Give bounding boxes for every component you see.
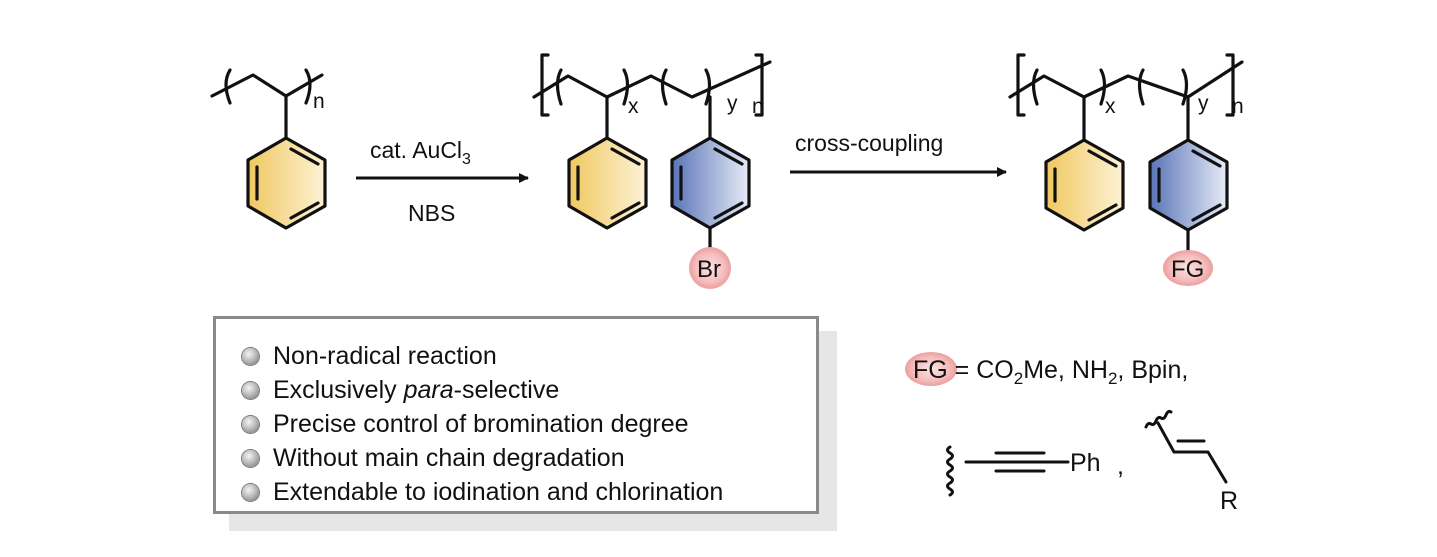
intermediate-copolymer xyxy=(532,53,772,254)
outer-bracket-left xyxy=(1016,53,1026,117)
product-subscript-x: x xyxy=(1105,95,1116,118)
features-list: Non-radical reaction Exclusively para-se… xyxy=(216,319,816,509)
bracket-x-open xyxy=(555,68,563,106)
feature-item: Precise control of bromination degree xyxy=(242,407,816,441)
fg-label: FG xyxy=(1171,256,1204,283)
feature-text: Exclusively para-selective xyxy=(273,376,560,404)
bracket-y-open xyxy=(1137,68,1145,106)
bullet-icon xyxy=(242,449,259,467)
alkene-chain xyxy=(1156,421,1228,484)
step2-reagent-top: cross-coupling xyxy=(795,130,943,156)
backbone xyxy=(210,73,324,98)
wavy-bond-icon xyxy=(1144,409,1173,429)
feature-item: Extendable to iodination and chlorinatio… xyxy=(242,475,816,509)
bracket-y-close xyxy=(1181,68,1189,106)
outer-bracket-right xyxy=(1225,53,1235,117)
aryl-bromide-ring xyxy=(670,136,751,230)
alkyne-comma: , xyxy=(1117,452,1124,480)
bullet-icon xyxy=(242,347,259,365)
intermediate-subscript-y: y xyxy=(727,92,738,115)
bullet-icon xyxy=(242,381,259,399)
close-bracket xyxy=(304,68,312,105)
bromine-label: Br xyxy=(697,256,721,283)
bracket-y-close xyxy=(704,68,712,106)
benzene-ring xyxy=(246,136,327,230)
product-subscript-n: n xyxy=(1232,95,1244,118)
intermediate-subscript-x: x xyxy=(628,95,639,118)
outer-bracket-right xyxy=(754,53,764,117)
bullet-icon xyxy=(242,415,259,433)
bromine-highlight xyxy=(689,247,731,289)
wavy-bond-icon xyxy=(946,445,954,497)
outer-bracket-left xyxy=(540,53,550,117)
fg-legend-highlight xyxy=(905,352,957,386)
feature-text: Extendable to iodination and chlorinatio… xyxy=(273,478,724,506)
fg-highlight xyxy=(1163,250,1213,286)
alkyne-ph-label: Ph xyxy=(1070,449,1101,477)
alkenyl-group xyxy=(1144,409,1228,484)
feature-text: Without main chain degradation xyxy=(273,444,625,472)
step1-reagent-bottom: NBS xyxy=(408,200,455,226)
step1-reagent-top: cat. AuCl3 xyxy=(370,137,471,168)
feature-item: Non-radical reaction xyxy=(242,339,816,373)
alkene-r-label: R xyxy=(1220,487,1238,515)
functionalized-ring xyxy=(1148,138,1229,232)
reactant-subscript-n: n xyxy=(313,90,325,113)
product-copolymer xyxy=(1008,53,1244,256)
product-subscript-y: y xyxy=(1198,92,1209,115)
bullet-icon xyxy=(242,483,259,501)
intermediate-subscript-n: n xyxy=(752,95,764,118)
open-bracket xyxy=(224,68,232,105)
feature-text: Non-radical reaction xyxy=(273,342,497,370)
bracket-x-close xyxy=(622,68,630,106)
feature-text: Precise control of bromination degree xyxy=(273,410,689,438)
benzene-ring-1 xyxy=(1044,138,1125,232)
bracket-x-close xyxy=(1099,68,1107,106)
feature-item: Exclusively para-selective xyxy=(242,373,816,407)
benzene-ring-1 xyxy=(567,136,648,230)
bracket-y-open xyxy=(660,68,668,106)
features-box: Non-radical reaction Exclusively para-se… xyxy=(213,316,819,514)
reactant-polystyrene xyxy=(210,68,327,230)
bracket-x-open xyxy=(1031,68,1039,106)
fg-legend-text: FG = CO2Me, NH2, Bpin, xyxy=(913,356,1188,388)
triple-bond xyxy=(964,451,1070,473)
alkynyl-phenyl-group xyxy=(946,445,1070,497)
feature-item: Without main chain degradation xyxy=(242,441,816,475)
